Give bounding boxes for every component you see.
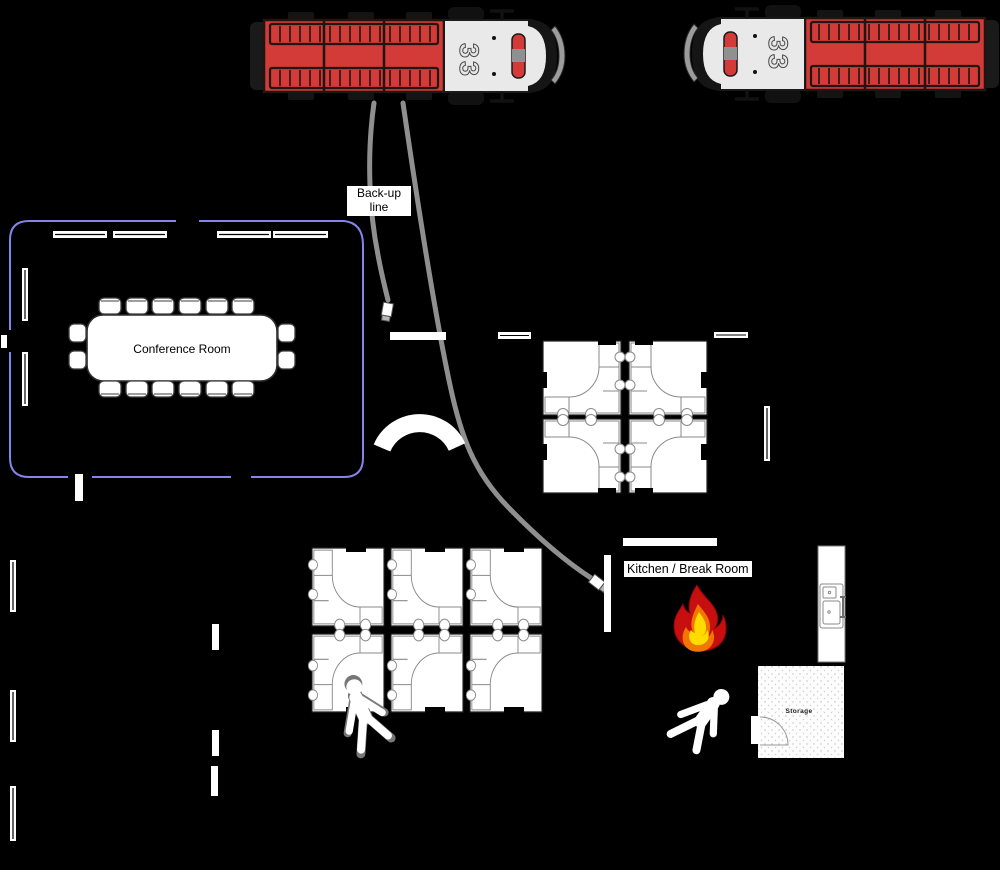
storage-label: Storage: [785, 708, 813, 715]
window-segment: [22, 231, 328, 406]
unit-number-right: 33: [763, 36, 793, 72]
door-opening: [751, 716, 760, 744]
door-arc-icon: [759, 716, 789, 746]
sink-icon: [819, 583, 846, 629]
fire-engine-right: [682, 3, 1000, 105]
nozzle-icon: [380, 301, 395, 323]
conference-chairs: [68, 297, 296, 398]
backup-hose-line: [367, 100, 391, 303]
person-icon: [668, 677, 738, 754]
door-arc-icon: [373, 414, 466, 452]
kitchen-label: Kitchen / Break Room: [623, 560, 753, 579]
door-opening: [75, 474, 83, 501]
door-opening: [1, 335, 7, 348]
storage-room: [751, 666, 844, 758]
fire-engine-left: [248, 5, 567, 107]
kitchen-break-room: [604, 538, 846, 663]
cubicle-cluster-bottom: [307, 545, 543, 714]
attack-hose-line: [400, 100, 594, 581]
wall-openings: [10, 332, 770, 841]
conference-room-outline: [9, 220, 364, 478]
fire-icon: [673, 584, 727, 652]
cubicle-cluster-top: [540, 338, 708, 495]
unit-number-left: 33: [454, 43, 484, 79]
conference-room: [1, 220, 364, 501]
backup-line-label: Back-up line: [347, 186, 411, 216]
conference-room-label: Conference Room: [133, 342, 231, 356]
